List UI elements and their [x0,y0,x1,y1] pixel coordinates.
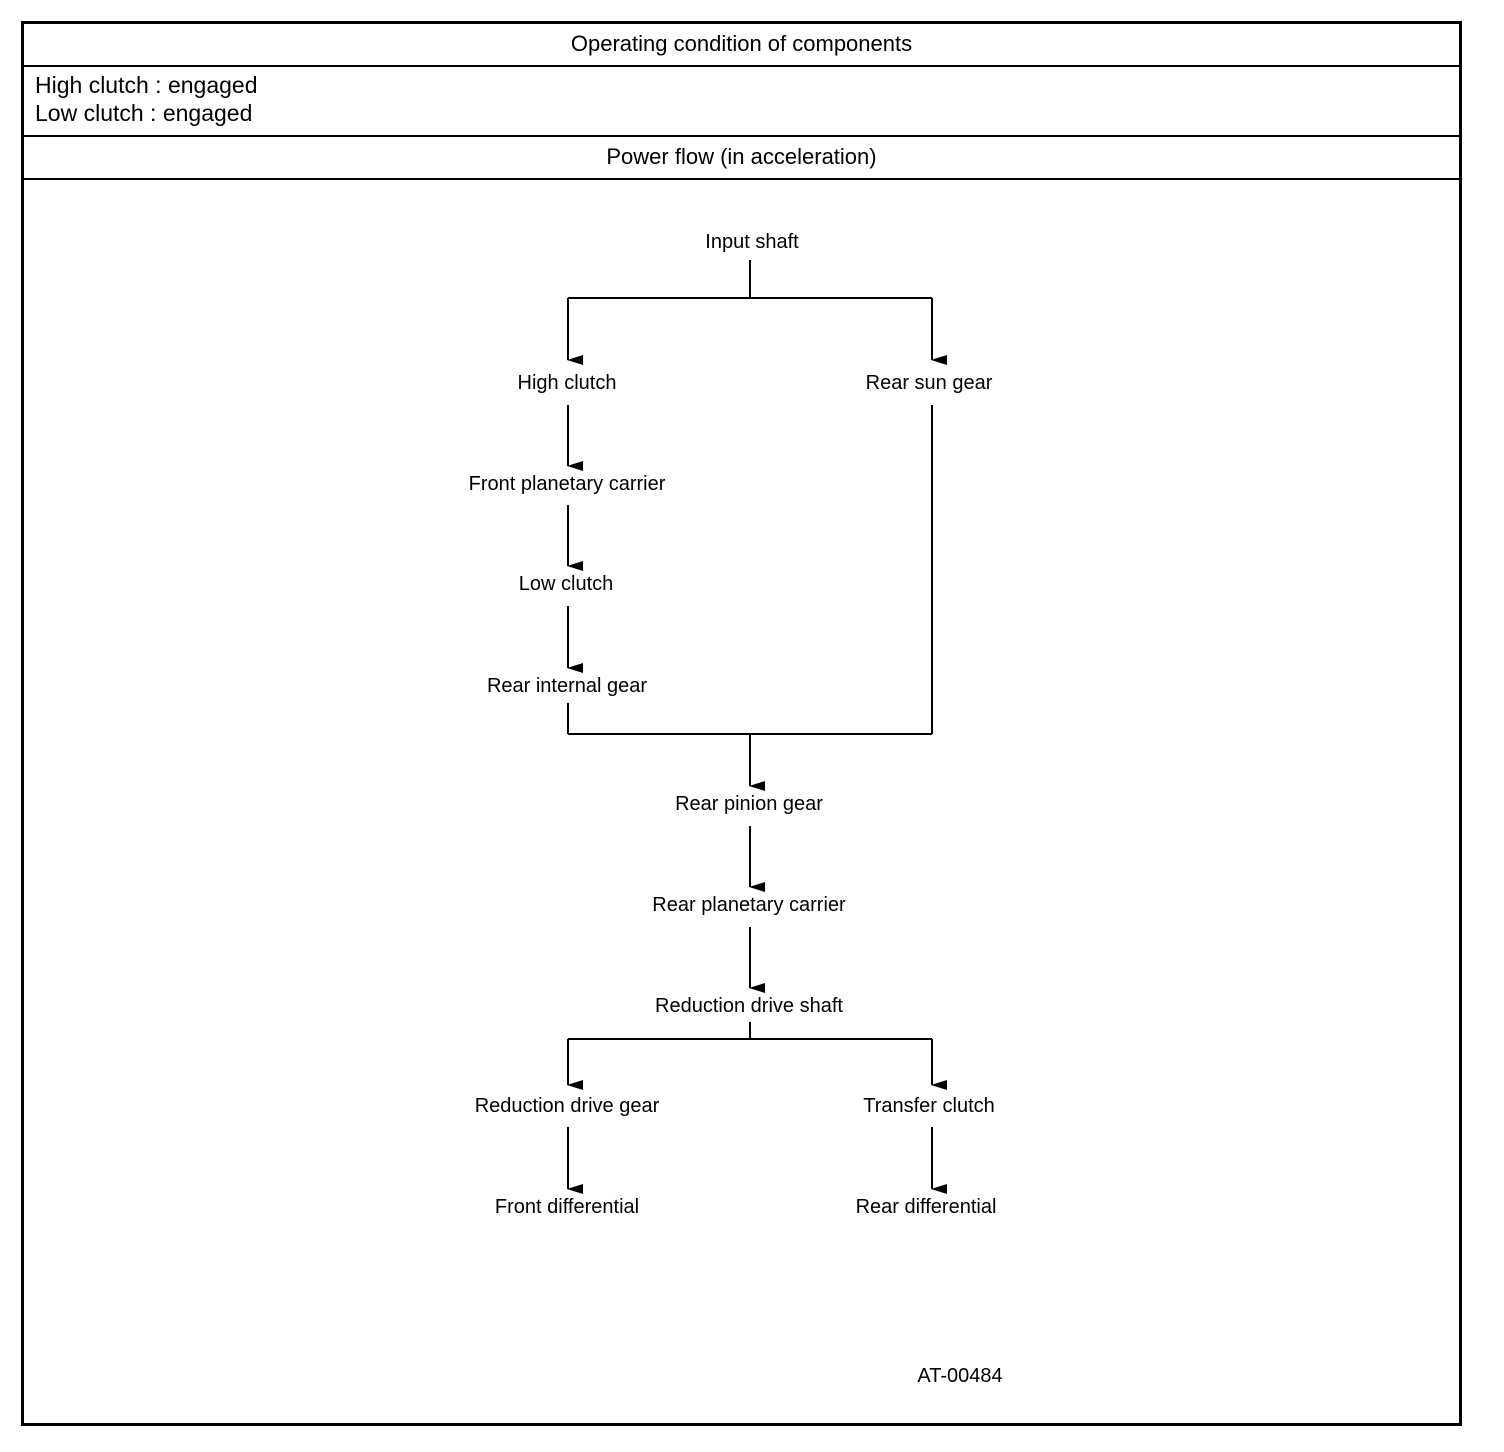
node-transfer-clutch: Transfer clutch [863,1095,995,1117]
node-rear-internal-gear: Rear internal gear [487,675,647,697]
flow-labels: Input shaft High clutch Rear sun gear Fr… [469,231,997,1218]
power-flow-header: Power flow (in acceleration) [24,137,1459,180]
power-flow-header-label: Power flow (in acceleration) [606,144,877,169]
node-rear-differential: Rear differential [856,1196,997,1218]
node-front-differential: Front differential [495,1196,639,1218]
condition-low-clutch: Low clutch : engaged [35,100,253,126]
diagram-frame: Operating condition of components High c… [21,21,1462,1426]
conditions-cell: High clutch : engaged Low clutch : engag… [24,67,1459,137]
figure-id: AT-00484 [917,1365,1002,1387]
node-reduction-drive-shaft: Reduction drive shaft [655,995,843,1017]
node-front-planetary-carrier: Front planetary carrier [469,473,666,495]
node-rear-sun-gear: Rear sun gear [866,372,993,394]
node-rear-pinion-gear: Rear pinion gear [675,793,823,815]
node-high-clutch: High clutch [518,372,617,394]
conditions-header-label: Operating condition of components [570,31,913,56]
node-low-clutch: Low clutch [519,573,614,595]
flow-connectors [567,260,947,1194]
node-reduction-drive-gear: Reduction drive gear [475,1095,660,1117]
conditions-header: Operating condition of components [24,24,1459,67]
node-rear-planetary-carrier: Rear planetary carrier [652,894,846,916]
node-input-shaft: Input shaft [705,231,799,253]
condition-high-clutch: High clutch : engaged [35,72,258,98]
